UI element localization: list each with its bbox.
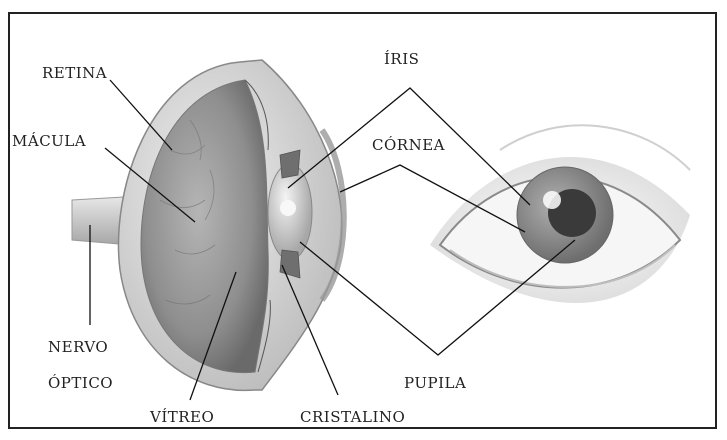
label-optico: ÓPTICO [48,374,113,392]
label-cornea: CÓRNEA [372,136,445,154]
label-vitreo: VÍTREO [149,408,214,426]
lens-highlight [280,200,296,216]
eyeball-cross-section [119,60,344,390]
label-pupila: PUPILA [404,374,466,392]
label-nervo: NERVO [48,338,108,356]
label-cristalino: CRISTALINO [300,408,405,426]
external-eye [430,125,690,303]
label-iris: ÍRIS [384,50,419,68]
label-macula: MÁCULA [12,132,86,150]
label-retina: RETINA [42,64,107,82]
eye-highlight [543,191,561,209]
